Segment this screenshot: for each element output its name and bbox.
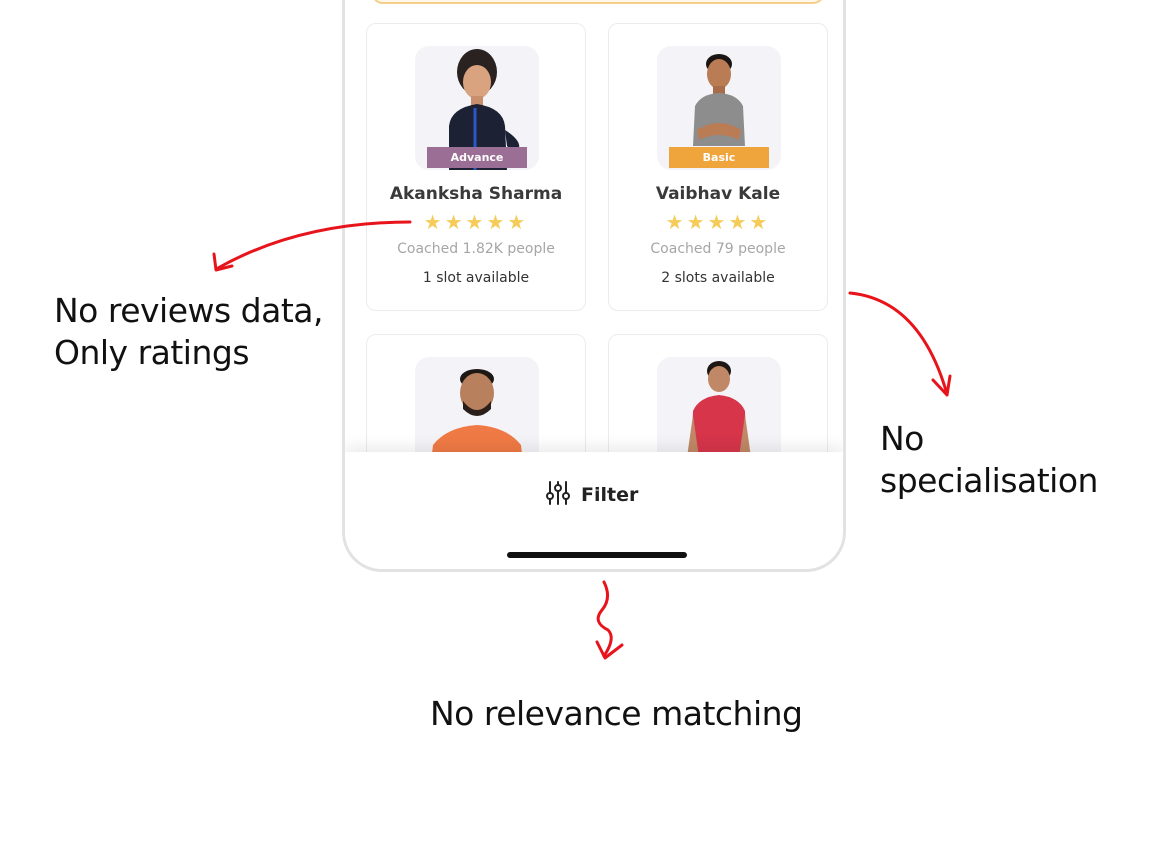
slots-available: 2 slots available xyxy=(661,270,775,286)
home-indicator xyxy=(507,552,687,558)
filter-button[interactable]: Filter xyxy=(545,480,638,510)
coached-count: Coached 79 people xyxy=(650,241,786,257)
rating-stars: ★★★★★ xyxy=(423,210,529,234)
annotation-reviews: No reviews data, Only ratings xyxy=(54,290,324,374)
annotation-text: No relevance matching xyxy=(430,694,803,733)
annotation-specialisation: No specialisation xyxy=(880,418,1098,502)
filter-label: Filter xyxy=(581,484,639,506)
bottom-bar: Filter xyxy=(345,452,843,569)
annotation-text: Only ratings xyxy=(54,333,250,372)
level-badge: Basic xyxy=(669,147,769,168)
phone-frame: Advance Akanksha Sharma ★★★★★ Coached 1.… xyxy=(342,0,846,572)
coach-card[interactable]: Basic Vaibhav Kale ★★★★★ Coached 79 peop… xyxy=(608,23,828,311)
coach-card[interactable]: Advance Akanksha Sharma ★★★★★ Coached 1.… xyxy=(366,23,586,311)
annotation-text: No xyxy=(880,419,924,458)
coach-photo: Basic xyxy=(657,46,781,170)
coached-count: Coached 1.82K people xyxy=(397,241,555,257)
rating-stars: ★★★★★ xyxy=(665,210,771,234)
annotation-text: specialisation xyxy=(880,461,1098,500)
level-badge: Advance xyxy=(427,147,527,168)
slots-available: 1 slot available xyxy=(422,270,530,286)
coach-name: Vaibhav Kale xyxy=(655,184,781,204)
annotation-relevance: No relevance matching xyxy=(430,693,803,735)
annotation-text: No reviews data, xyxy=(54,291,324,330)
coach-name: Akanksha Sharma xyxy=(389,184,563,204)
sliders-icon xyxy=(545,480,571,510)
coach-photo: Advance xyxy=(415,46,539,170)
